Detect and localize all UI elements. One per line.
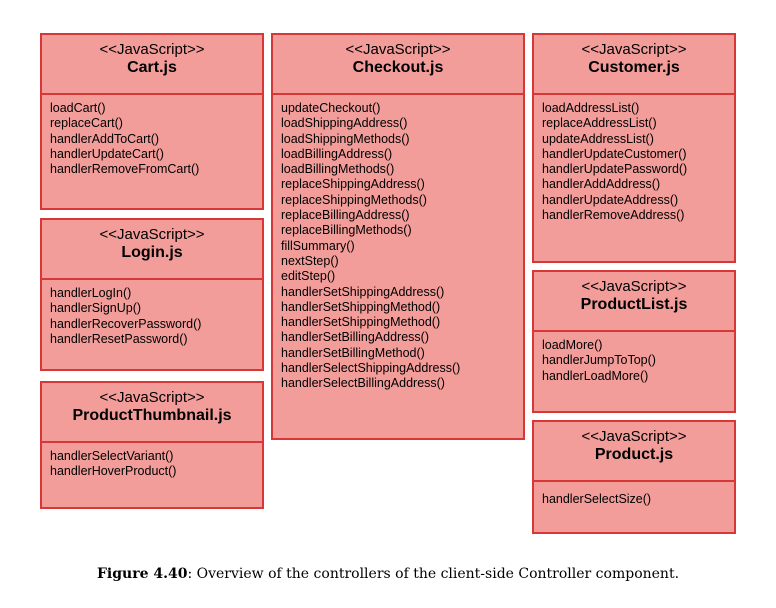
method-item: loadCart(): [50, 101, 106, 115]
class-header: <<JavaScript>> ProductList.js: [534, 272, 734, 332]
class-header: <<JavaScript>> Product.js: [534, 422, 734, 482]
method-item: loadBillingAddress(): [281, 146, 393, 161]
class-box-login: <<JavaScript>> Login.js handlerLogIn()ha…: [40, 218, 264, 371]
class-name: Cart.js: [127, 59, 177, 76]
class-name: ProductThumbnail.js: [72, 407, 232, 424]
caption-text: : Overview of the controllers of the cli…: [187, 566, 680, 582]
method-list: loadCart()replaceCart()handlerAddToCart(…: [42, 95, 262, 177]
method-item: handlerResetPassword(): [50, 331, 188, 346]
method-item: nextStep(): [281, 253, 339, 268]
method-item: updateAddressList(): [542, 131, 654, 146]
class-name: Checkout.js: [352, 59, 444, 76]
method-list: loadMore()handlerJumpToTop()handlerLoadM…: [534, 332, 734, 384]
method-item: handlerSelectSize(): [542, 492, 652, 506]
class-name: Customer.js: [588, 59, 680, 76]
method-item: fillSummary(): [281, 238, 355, 253]
method-item: handlerAddAddress(): [542, 177, 661, 192]
method-item: loadBillingMethods(): [281, 162, 395, 177]
stereotype-label: <<JavaScript>>: [581, 41, 687, 58]
method-item: handlerHoverProduct(): [50, 464, 177, 479]
method-item: handlerSetBillingAddress(): [281, 330, 429, 345]
method-item: replaceShippingMethods(): [281, 192, 427, 207]
method-item: loadShippingAddress(): [281, 116, 408, 131]
method-item: handlerAddToCart(): [50, 131, 160, 146]
method-list: handlerSelectSize(): [534, 482, 734, 507]
method-item: editStep(): [281, 269, 336, 284]
class-box-cart: <<JavaScript>> Cart.js loadCart()replace…: [40, 33, 264, 210]
method-list: loadAddressList()replaceAddressList()upd…: [534, 95, 734, 223]
method-item: handlerUpdateCart(): [50, 146, 164, 161]
class-box-product-thumbnail: <<JavaScript>> ProductThumbnail.js handl…: [40, 381, 264, 509]
method-item: handlerSetShippingMethod(): [281, 299, 441, 314]
class-box-product: <<JavaScript>> Product.js handlerSelectS…: [532, 420, 736, 534]
class-name: Login.js: [121, 244, 183, 261]
method-item: loadAddressList(): [542, 101, 640, 115]
method-item: handlerRemoveFromCart(): [50, 162, 200, 177]
stereotype-label: <<JavaScript>>: [99, 226, 205, 243]
method-item: handlerUpdateAddress(): [542, 192, 679, 207]
method-item: handlerLogIn(): [50, 286, 132, 300]
method-item: handlerSetShippingAddress(): [281, 284, 445, 299]
class-header: <<JavaScript>> Cart.js: [42, 35, 262, 95]
method-item: replaceBillingMethods(): [281, 223, 412, 238]
method-item: handlerUpdateCustomer(): [542, 146, 687, 161]
class-name: Product.js: [594, 446, 674, 463]
method-item: handlerSetShippingMethod(): [281, 315, 441, 330]
method-item: handlerSelectShippingAddress(): [281, 361, 461, 376]
method-item: handlerUpdatePassword(): [542, 162, 688, 177]
class-header: <<JavaScript>> Login.js: [42, 220, 262, 280]
figure-label: Figure 4.40: [96, 566, 188, 582]
method-item: handlerSelectBillingAddress(): [281, 376, 445, 391]
method-item: handlerSignUp(): [50, 301, 142, 316]
method-item: handlerRemoveAddress(): [542, 208, 685, 223]
class-box-customer: <<JavaScript>> Customer.js loadAddressLi…: [532, 33, 736, 263]
method-list: handlerSelectVariant()handlerHoverProduc…: [42, 443, 262, 480]
method-item: replaceShippingAddress(): [281, 177, 425, 192]
class-header: <<JavaScript>> ProductThumbnail.js: [42, 383, 262, 443]
method-item: handlerSetBillingMethod(): [281, 345, 425, 360]
method-item: handlerRecoverPassword(): [50, 316, 202, 331]
stereotype-label: <<JavaScript>>: [345, 41, 451, 58]
method-item: replaceBillingAddress(): [281, 208, 410, 223]
class-box-product-list: <<JavaScript>> ProductList.js loadMore()…: [532, 270, 736, 413]
method-list: updateCheckout()loadShippingAddress()loa…: [273, 95, 523, 392]
method-item: handlerJumpToTop(): [542, 353, 656, 368]
class-box-checkout: <<JavaScript>> Checkout.js updateCheckou…: [271, 33, 525, 440]
class-name: ProductList.js: [580, 296, 688, 313]
method-item: loadMore(): [542, 338, 603, 352]
method-item: replaceAddressList(): [542, 116, 657, 131]
method-list: handlerLogIn()handlerSignUp()handlerReco…: [42, 280, 262, 347]
method-item: handlerLoadMore(): [542, 368, 649, 383]
stereotype-label: <<JavaScript>>: [99, 389, 205, 406]
method-item: updateCheckout(): [281, 101, 381, 115]
method-item: handlerSelectVariant(): [50, 449, 174, 463]
figure-caption: Figure 4.40: Overview of the controllers…: [0, 566, 776, 582]
stereotype-label: <<JavaScript>>: [99, 41, 205, 58]
stereotype-label: <<JavaScript>>: [581, 428, 687, 445]
method-item: replaceCart(): [50, 116, 123, 131]
class-header: <<JavaScript>> Customer.js: [534, 35, 734, 95]
stereotype-label: <<JavaScript>>: [581, 278, 687, 295]
method-item: loadShippingMethods(): [281, 131, 410, 146]
class-header: <<JavaScript>> Checkout.js: [273, 35, 523, 95]
